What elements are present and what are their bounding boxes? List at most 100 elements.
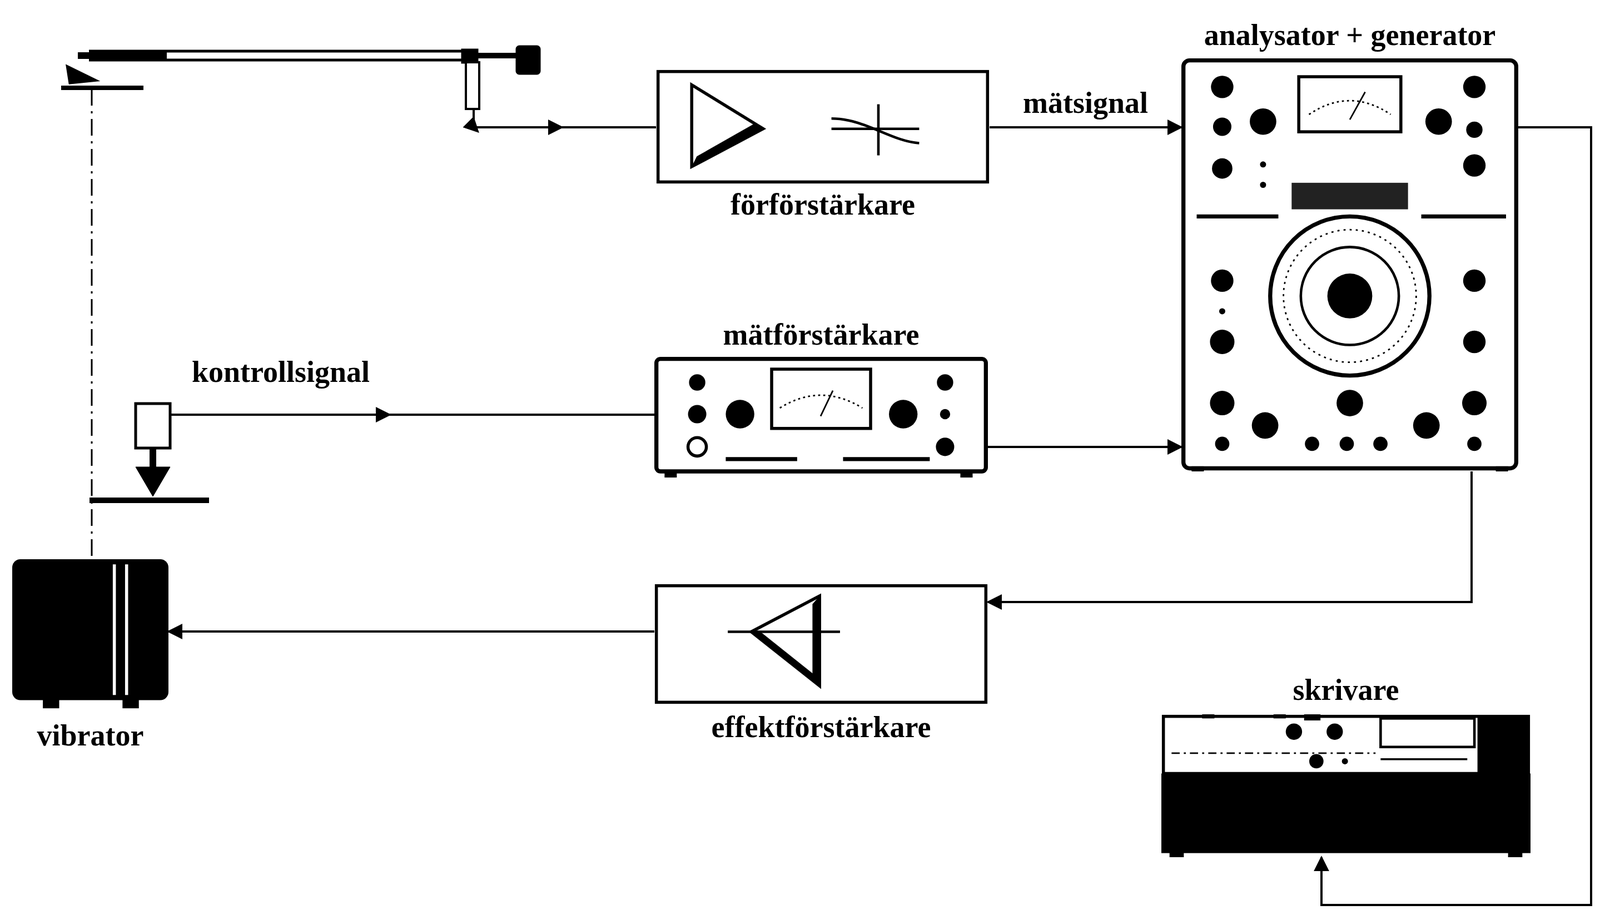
drawing-line	[842, 456, 930, 461]
drawing-rect	[1508, 851, 1523, 858]
drawing-line	[125, 564, 129, 695]
drawing-rect	[1380, 718, 1475, 747]
drawing-circle	[1304, 436, 1320, 452]
device-name: förförstärkare	[730, 188, 916, 222]
drawing-circle	[1463, 153, 1486, 177]
signal-wire	[989, 126, 1182, 129]
drawing-circle	[725, 399, 754, 429]
drawing-circle	[1467, 436, 1482, 452]
drawing-line	[88, 58, 479, 62]
drawing-rect	[1201, 714, 1215, 719]
drawing-circle	[1339, 436, 1355, 452]
signal-name: mätsignal	[1019, 86, 1152, 120]
drawing-path	[779, 395, 863, 409]
device-name: effektförstärkare	[711, 711, 932, 744]
drawing-circle	[1249, 108, 1277, 136]
drawing-rect	[658, 71, 988, 183]
drawing-line	[378, 413, 655, 416]
drawing-g	[1201, 714, 1348, 769]
device-name: mätförstärkare	[723, 318, 920, 352]
preamp-node: förförstärkare	[656, 69, 990, 185]
drawing-line	[112, 564, 117, 695]
drawing-path	[691, 122, 763, 167]
drawing-circle	[940, 409, 951, 420]
tonearm	[61, 45, 657, 128]
drawing-line	[478, 52, 518, 59]
drawing-line	[88, 50, 479, 53]
drawing-circle	[1309, 754, 1324, 769]
drawing-circle	[888, 399, 918, 429]
drawing-path	[1309, 100, 1391, 115]
drawing-circle	[1336, 389, 1364, 417]
signal-wire	[987, 471, 1472, 603]
preamp-box	[658, 71, 988, 183]
drawing-circle	[688, 374, 705, 391]
drawing-rect	[960, 471, 973, 478]
drawing-rect	[1304, 714, 1321, 721]
device-name: analysator + generator	[1204, 18, 1497, 52]
drawing-circle	[1211, 158, 1233, 180]
power-amp	[656, 585, 987, 703]
drawing-line	[820, 390, 833, 417]
drawing-circle	[936, 374, 953, 391]
drawing-circle	[1251, 412, 1279, 440]
drawing-path	[135, 466, 171, 497]
device-name: vibrator	[37, 719, 144, 753]
drawing-path	[812, 595, 820, 687]
drawing-rect	[1496, 466, 1509, 472]
drive-axis	[91, 88, 93, 560]
device-name: skrivare	[1293, 673, 1400, 707]
drawing-line	[89, 497, 210, 504]
measuring-amp	[656, 359, 987, 478]
drawing-line	[1349, 92, 1366, 121]
drawing-rect	[771, 369, 871, 429]
drawing-rect	[1298, 76, 1401, 132]
drawing-circle	[1209, 329, 1235, 355]
drawing-g	[1209, 75, 1487, 451]
drawing-rect	[1477, 716, 1529, 774]
drawing-rect	[42, 698, 59, 709]
drawing-rect	[465, 62, 480, 109]
drawing-circle	[1209, 390, 1235, 416]
signal-name: kontrollsignal	[188, 355, 374, 389]
drawing-line	[61, 85, 144, 91]
drawing-circle	[1463, 269, 1486, 292]
drawing-line	[1421, 214, 1507, 219]
drawing-line	[149, 448, 157, 469]
signal-wire	[168, 630, 655, 633]
drawing-circle	[1213, 117, 1232, 136]
drawing-rect	[122, 698, 139, 709]
drawing-circle	[1259, 181, 1266, 188]
drawing-path	[66, 65, 98, 84]
drawing-line	[1380, 758, 1468, 761]
drawing-rect	[656, 585, 987, 703]
drawing-rect	[664, 471, 677, 478]
power-amplifier-node: effektförstärkare	[654, 583, 988, 705]
drawing-circle	[1259, 161, 1266, 168]
drawing-rect	[1163, 716, 1529, 774]
drawing-circle	[1210, 75, 1234, 98]
drawing-rect	[515, 45, 541, 75]
drawing-circle	[1219, 307, 1226, 315]
drawing-circle	[1463, 75, 1486, 98]
drawing-path	[473, 108, 657, 128]
drawing-circle	[1285, 723, 1303, 740]
drawing-line	[725, 456, 797, 461]
drawing-path	[691, 85, 763, 167]
drawing-rect	[1183, 60, 1517, 469]
drawing-circle	[1270, 216, 1430, 376]
drawing-line	[77, 52, 167, 59]
signal-wire	[1321, 127, 1592, 906]
drawing-path	[170, 413, 384, 416]
drawing-circle	[688, 404, 707, 424]
drawing-circle	[1373, 436, 1388, 452]
drawing-circle	[1462, 390, 1487, 416]
drawing-circle	[1300, 246, 1399, 345]
drawing-line	[1196, 214, 1279, 219]
drawing-circle	[1342, 758, 1349, 765]
drawing-circle	[688, 437, 707, 456]
drawing-rect	[1191, 466, 1204, 472]
vibrator-body	[12, 559, 169, 709]
